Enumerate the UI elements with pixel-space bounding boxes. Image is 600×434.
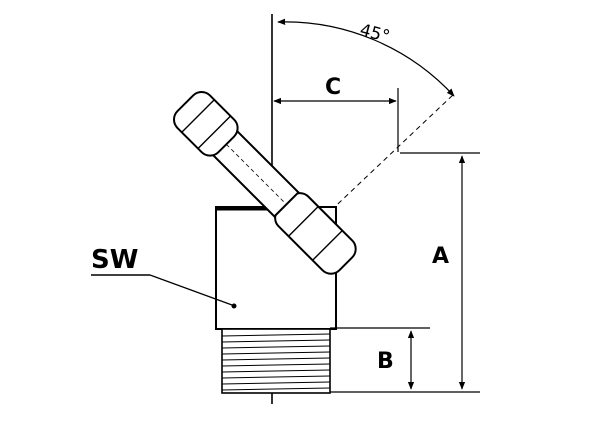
- threaded-shank: [221, 328, 331, 394]
- sw-leader-line: [149, 274, 233, 306]
- a-label: A: [432, 244, 449, 269]
- b-label: B: [377, 349, 394, 374]
- upper-hex-head: [173, 91, 239, 157]
- angled-centerline: [265, 92, 456, 273]
- sw-label: SW: [91, 245, 138, 275]
- angled-nipple: [173, 91, 357, 275]
- c-label: C: [325, 75, 341, 100]
- angle-arc: [277, 18, 455, 97]
- angle-label: 45°: [358, 20, 392, 47]
- sw-point: [231, 303, 237, 309]
